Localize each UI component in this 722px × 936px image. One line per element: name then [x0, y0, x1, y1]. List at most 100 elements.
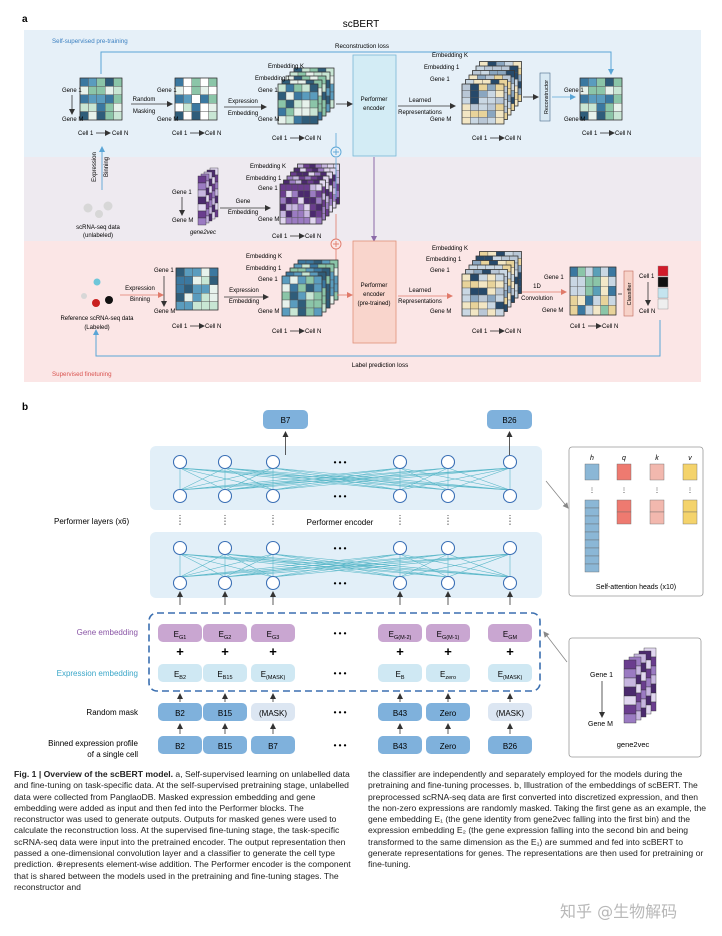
class-output-3: [657, 287, 669, 299]
output-token-b26: [487, 410, 532, 429]
svg-text:+: +: [221, 644, 229, 659]
learned-label-ft: Learned: [409, 288, 431, 294]
performer-encoder-line1: Performer: [361, 97, 388, 103]
performer-network-bottom: • • •• • •: [172, 540, 518, 591]
gene1-label-ft4: Gene 1: [544, 275, 564, 281]
genem-label-r1b: Gene M: [157, 117, 178, 123]
output-token-b7-label: B7: [281, 416, 291, 425]
performer-encoder-ft-line3: (pre-trained): [357, 301, 390, 307]
expression-vertical: Expression: [92, 152, 98, 182]
attention-heads-label: Self-attention heads (x10): [596, 584, 676, 591]
finetune-section-label: Supervised finetuning: [52, 371, 112, 378]
svg-text:+: +: [444, 644, 452, 659]
expr-emb-token: [203, 664, 247, 682]
svg-text:• • •: • • •: [334, 741, 347, 750]
gene-embedding-label: Gene embedding: [77, 628, 138, 637]
gene2vec-genem-label: Gene M: [588, 721, 613, 728]
cell1-label-ft2: Cell 1: [272, 329, 288, 335]
performer-layer-bottom: [150, 532, 542, 598]
binning-label-ft: Binning: [130, 297, 150, 303]
mask-token: [251, 703, 295, 721]
caption-right: the classifier are independently and sep…: [368, 769, 707, 870]
cell1-label-out: Cell 1: [639, 274, 655, 280]
genem-label-r1d: Gene M: [430, 117, 451, 123]
mask-token-label: Zero: [440, 709, 457, 718]
cell1-label-r1e: Cell 1: [582, 131, 598, 137]
gene1-label-r1d: Gene 1: [430, 77, 450, 83]
svg-text:• • •: • • •: [334, 458, 347, 467]
genem-label-r1: Gene M: [62, 117, 83, 123]
expression-label-ft2: Expression: [229, 288, 259, 294]
gene1-label-ft: Gene 1: [154, 268, 174, 274]
gene2vec-label-b: gene2vec: [617, 740, 650, 749]
svg-text:⋮: ⋮: [621, 488, 627, 494]
reconstructor-box: [539, 72, 551, 122]
celln-label-r1d: Cell N: [505, 136, 521, 142]
expr-emb-token: [488, 664, 532, 682]
gene-emb-token: [378, 624, 422, 642]
class-output-2: [657, 276, 669, 288]
embedding-1-r1b: Embedding 1: [424, 65, 460, 71]
bin-token-label: B26: [503, 742, 518, 751]
bin-token-label: B7: [268, 742, 278, 751]
gene-emb-token-label: EG1: [174, 630, 187, 641]
genem-label-mid: Gene M: [172, 218, 193, 224]
svg-text:• • •: • • •: [334, 492, 347, 501]
bin-token-label: B43: [393, 742, 408, 751]
gene2vec-illustration: [623, 647, 657, 724]
reconstructor-label: Reconstructor: [544, 80, 550, 114]
gene-emb-token: [426, 624, 470, 642]
gene1-label-mid: Gene 1: [172, 190, 192, 196]
embedding-1-ft: Embedding 1: [246, 266, 282, 272]
mask-token: [488, 703, 532, 721]
gene1-label-r1e: Gene 1: [564, 88, 584, 94]
gene1-label-r1: Gene 1: [62, 88, 82, 94]
mask-token: [378, 703, 422, 721]
binned-profile-label-2: of a single cell: [87, 750, 138, 759]
bin-token: [426, 736, 470, 754]
panel-b-label: b: [22, 402, 28, 413]
celln-label-out: Cell N: [639, 309, 655, 315]
celln-label-r1c: Cell N: [305, 136, 321, 142]
embedding-k-r1: Embedding K: [268, 64, 304, 70]
learned-label-r1: Learned: [409, 98, 431, 104]
convolution-output-matrix: [569, 266, 617, 316]
svg-text:⋮: ⋮: [589, 488, 595, 494]
panel-b: b B7 B26 • • •• • • • • •• • • Performer…: [22, 402, 704, 759]
mask-token: [158, 703, 202, 721]
expr-emb-token-label: E(MASK): [498, 670, 523, 681]
random-label: Random: [133, 97, 156, 103]
random-mask-label: Random mask: [86, 708, 139, 717]
gene-emb-token: [203, 624, 247, 642]
embedding-k-ft2: Embedding K: [432, 246, 468, 252]
finetune-input-matrix: [175, 267, 219, 311]
celln-label-ft2: Cell N: [305, 329, 321, 335]
attention-head-h: h: [590, 455, 594, 462]
expr-emb-token: [158, 664, 202, 682]
genem-label-ft4: Gene M: [542, 308, 563, 314]
gene1-label-mid2: Gene 1: [258, 186, 278, 192]
conv-1d-label: 1D: [533, 284, 541, 290]
gene2vec-label-a: gene2vec: [190, 230, 216, 236]
bin-token-label: B15: [218, 742, 233, 751]
celln-label-r1: Cell N: [112, 131, 128, 137]
svg-text:• • •: • • •: [334, 629, 347, 638]
learned-representation-stack: [461, 61, 522, 125]
svg-text:+: +: [176, 644, 184, 659]
performer-encoder-label: Performer encoder: [307, 518, 374, 527]
middle-bg: [24, 157, 701, 241]
gene1-label-ft3: Gene 1: [430, 268, 450, 274]
expr-emb-token: [251, 664, 295, 682]
pretrain-input-matrix: [79, 77, 123, 121]
label-prediction-loss-line: [93, 320, 661, 357]
performer-encoder-ft-line2: encoder: [363, 292, 385, 298]
gene-embedding-stack: [279, 163, 340, 225]
bin-token: [158, 736, 202, 754]
gene-emb-token: [158, 624, 202, 642]
gene1-label-r1b: Gene 1: [157, 88, 177, 94]
expr-emb-token-label: Ezero: [440, 670, 456, 681]
token-columns: EG1+EB2B2B2EG2+EB15B15B15EG3+E(MASK)(MAS…: [158, 624, 532, 754]
celln-label-ft3: Cell N: [505, 329, 521, 335]
gene-emb-token-label: EG(M-2): [389, 630, 412, 641]
